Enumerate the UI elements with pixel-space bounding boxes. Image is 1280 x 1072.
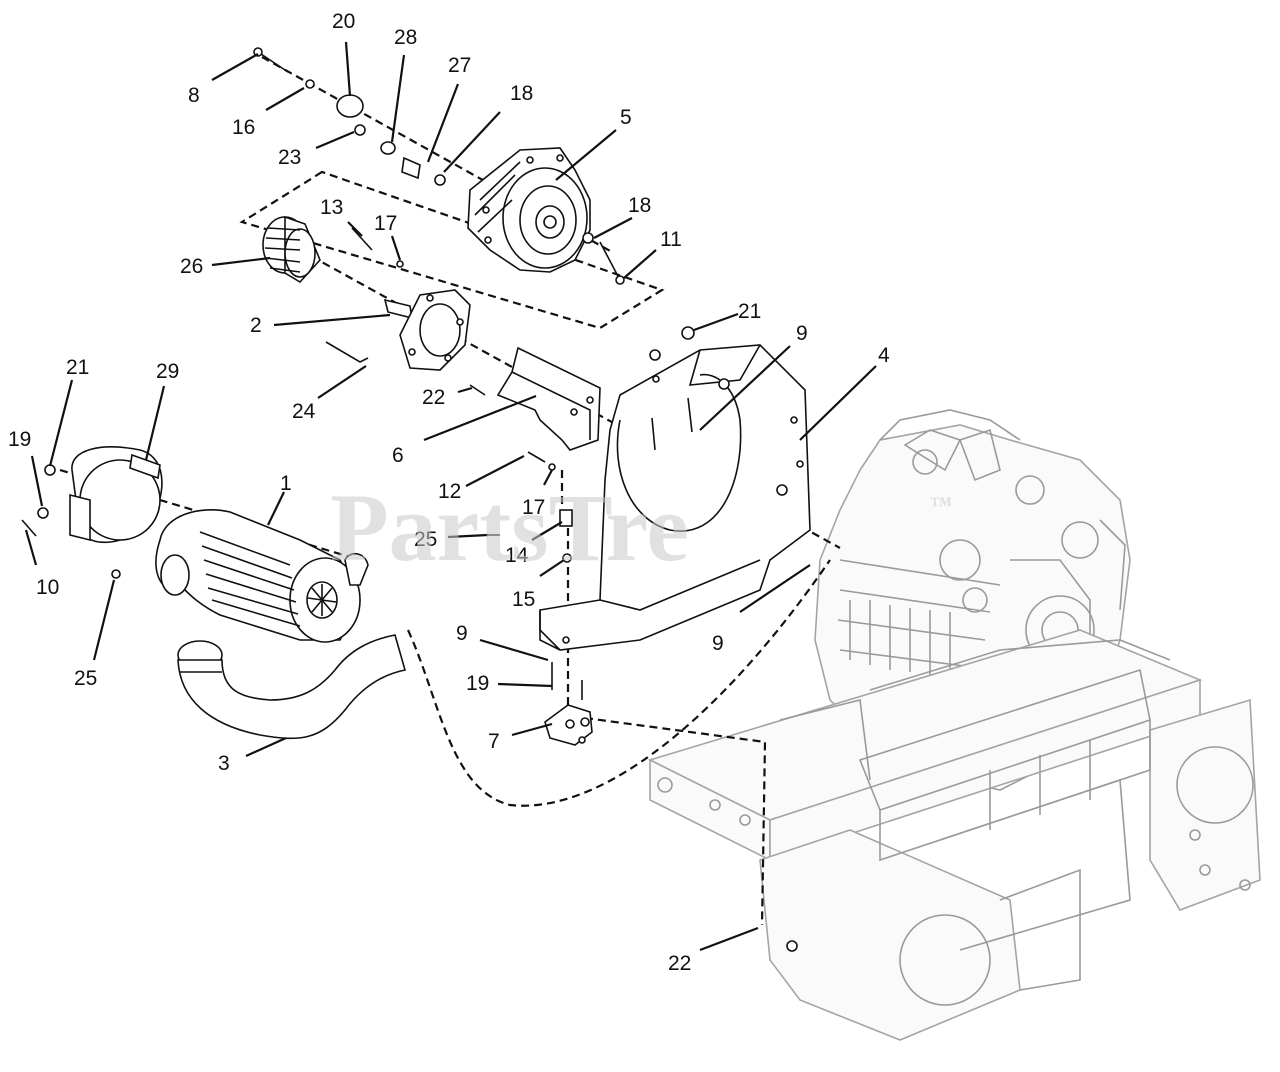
watermark: PartsTre	[330, 474, 689, 581]
part-washer-16	[305, 79, 315, 89]
callout-21b: 21	[738, 300, 761, 323]
callout-26: 26	[180, 255, 203, 278]
callout-12: 12	[438, 480, 461, 503]
part-washer-19a	[37, 507, 49, 519]
callout-2: 2	[250, 314, 262, 337]
callout-19a: 19	[8, 428, 31, 451]
callout-25a: 25	[414, 528, 437, 551]
callout-22b: 22	[668, 952, 691, 975]
callout-14: 14	[505, 544, 529, 567]
part-bolt-9b	[651, 417, 656, 451]
part-band-29	[69, 446, 163, 544]
callout-23: 23	[278, 146, 301, 169]
part-plate-20	[336, 94, 364, 118]
callout-16: 16	[232, 116, 255, 139]
part-washer-18a	[434, 174, 446, 186]
callout-24: 24	[292, 400, 316, 423]
part-bolt-9a	[687, 397, 693, 433]
part-washer-17a	[396, 260, 404, 268]
callout-21a: 21	[66, 356, 89, 379]
part-washer-18b	[582, 232, 594, 244]
part-hose-3	[177, 634, 407, 740]
callout-22a: 22	[422, 386, 445, 409]
part-pulley-26	[262, 215, 321, 284]
callout-1: 1	[280, 472, 292, 495]
callout-4: 4	[878, 344, 890, 367]
part-bolt-13	[351, 227, 373, 251]
part-air-cleaner-1	[155, 509, 369, 643]
callout-6: 6	[392, 444, 404, 467]
part-spacer-14	[559, 509, 573, 527]
callout-11: 11	[660, 228, 682, 251]
part-clutch-5	[467, 147, 591, 273]
part-key-24	[325, 341, 369, 363]
callout-29: 29	[156, 360, 179, 383]
part-washer-15	[562, 553, 572, 563]
callout-17a: 17	[374, 212, 397, 235]
callout-8: 8	[188, 84, 200, 107]
callout-25b: 25	[74, 667, 97, 690]
callout-9a: 9	[796, 322, 808, 345]
part-bolt-11	[599, 241, 625, 285]
part-bracket-7	[544, 704, 593, 746]
part-bolt-12	[527, 451, 546, 463]
callout-9c: 9	[456, 622, 468, 645]
watermark-tm: ™	[930, 492, 952, 517]
part-bolt-22a	[469, 384, 486, 396]
part-spacer-28	[380, 141, 396, 155]
callout-7: 7	[488, 730, 500, 753]
part-nut-22b	[786, 940, 798, 952]
part-nut-21b	[681, 326, 695, 340]
callout-18a: 18	[510, 82, 533, 105]
part-bolt-10	[21, 519, 37, 537]
frame-ghost	[647, 629, 1261, 1041]
callout-13: 13	[320, 196, 343, 219]
part-bolt-8	[253, 47, 289, 73]
part-nut-21a	[44, 464, 56, 476]
part-washer-17b	[548, 463, 556, 471]
callout-20: 20	[332, 10, 355, 33]
callout-9b: 9	[712, 632, 724, 655]
callout-28: 28	[394, 26, 417, 49]
callout-3: 3	[218, 752, 230, 775]
part-bracket-6	[496, 346, 601, 451]
callout-17b: 17	[522, 496, 545, 519]
callout-5: 5	[620, 106, 632, 129]
part-hub-2	[383, 289, 471, 371]
part-nut-23	[354, 124, 366, 136]
callout-19b: 19	[466, 672, 489, 695]
callout-15: 15	[512, 588, 535, 611]
part-nut-21c	[649, 349, 661, 361]
part-nut-7b	[580, 717, 590, 727]
callout-18b: 18	[628, 194, 651, 217]
callouts: 20 28 27 18 5 8 16 23 13 17 18 11 26 2 2…	[8, 10, 890, 975]
leader-lines	[24, 41, 877, 952]
part-clip-25b	[111, 569, 121, 579]
callout-10: 10	[36, 576, 59, 599]
part-spacer-27	[401, 156, 421, 180]
callout-27: 27	[448, 54, 471, 77]
